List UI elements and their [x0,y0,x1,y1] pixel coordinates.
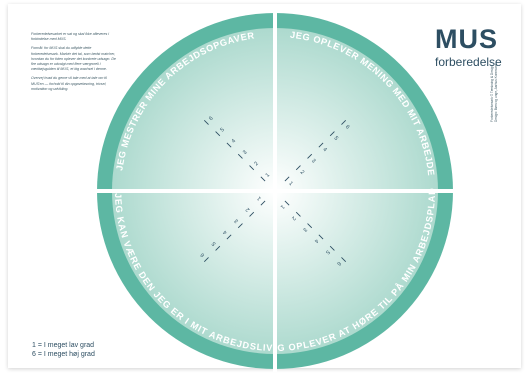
tick-bottom-left-1 [260,200,266,206]
tick-bottom-right-4 [318,234,324,240]
scale-number-bottom-right-1: 1 [279,203,285,209]
tick-top-left-6 [203,119,209,125]
intro-paragraph-1: Forberedelsesarket er sat og skal ikke a… [31,32,110,42]
tick-top-right-5 [329,131,335,137]
scale-legend-high: 6 = I meget høj grad [32,351,95,358]
tick-bottom-right-1 [284,200,290,206]
tick-bottom-left-5 [215,245,221,251]
scale-number-top-right-6: 6 [344,124,350,130]
tick-top-left-5 [215,131,221,137]
intro-paragraph-2: Formål: for MUS skal du udfylde dette fo… [31,46,116,72]
logo-title: MUS [435,24,498,54]
scale-number-top-left-5: 5 [219,127,225,133]
scale-number-top-left-4: 4 [231,138,237,144]
tick-top-right-6 [341,119,347,125]
tick-bottom-left-3 [237,223,243,229]
scale-number-top-right-1: 1 [287,181,293,187]
intro-paragraph-3: Overvej hvad du gerne vil tale med at ta… [31,76,107,91]
tick-bottom-left-2 [249,211,255,217]
scale-number-bottom-right-3: 3 [301,226,307,232]
tick-top-right-2 [295,165,301,171]
scale-number-top-right-4: 4 [321,147,327,153]
scale-legend-low: 1 = I meget lav grad [32,342,95,349]
intro-text: Forberedelsesarket er sat og skal ikke a… [31,32,119,96]
scale-number-bottom-right-6: 6 [335,260,341,266]
tick-top-left-3 [237,153,243,159]
scale-number-bottom-left-2: 2 [245,206,251,212]
tick-bottom-left-6 [203,257,209,263]
scale-number-top-left-6: 6 [208,116,214,122]
scale-number-bottom-right-2: 2 [290,215,296,221]
scale-number-top-right-3: 3 [310,158,316,164]
scale-number-bottom-right-4: 4 [313,237,319,243]
scale-number-top-left-1: 1 [265,172,271,178]
tick-top-right-4 [318,142,324,148]
scale-number-bottom-left-1: 1 [256,195,262,201]
logo-subtitle: forberedelse [435,55,502,69]
tick-top-left-2 [249,165,255,171]
tick-bottom-right-5 [329,245,335,251]
tick-top-left-1 [260,176,266,182]
scale-number-bottom-left-4: 4 [222,229,228,235]
tick-top-left-4 [226,142,232,148]
scale-number-bottom-left-5: 5 [211,240,217,246]
scale-number-top-left-3: 3 [242,150,248,156]
scale-number-top-right-2: 2 [299,169,305,175]
tick-bottom-right-3 [307,223,313,229]
tick-bottom-right-2 [295,211,301,217]
scale-legend: 1 = I meget lav grad 6 = I meget høj gra… [32,341,95,359]
scale-number-top-right-5: 5 [333,135,339,141]
scale-number-top-left-2: 2 [253,161,259,167]
scale-number-bottom-left-3: 3 [234,217,240,223]
scale-number-bottom-left-6: 6 [200,251,206,257]
tick-top-right-3 [307,153,313,159]
tick-top-right-1 [284,176,290,182]
scale-number-bottom-right-5: 5 [324,249,330,255]
tick-bottom-left-4 [226,234,232,240]
tick-bottom-right-6 [341,257,347,263]
